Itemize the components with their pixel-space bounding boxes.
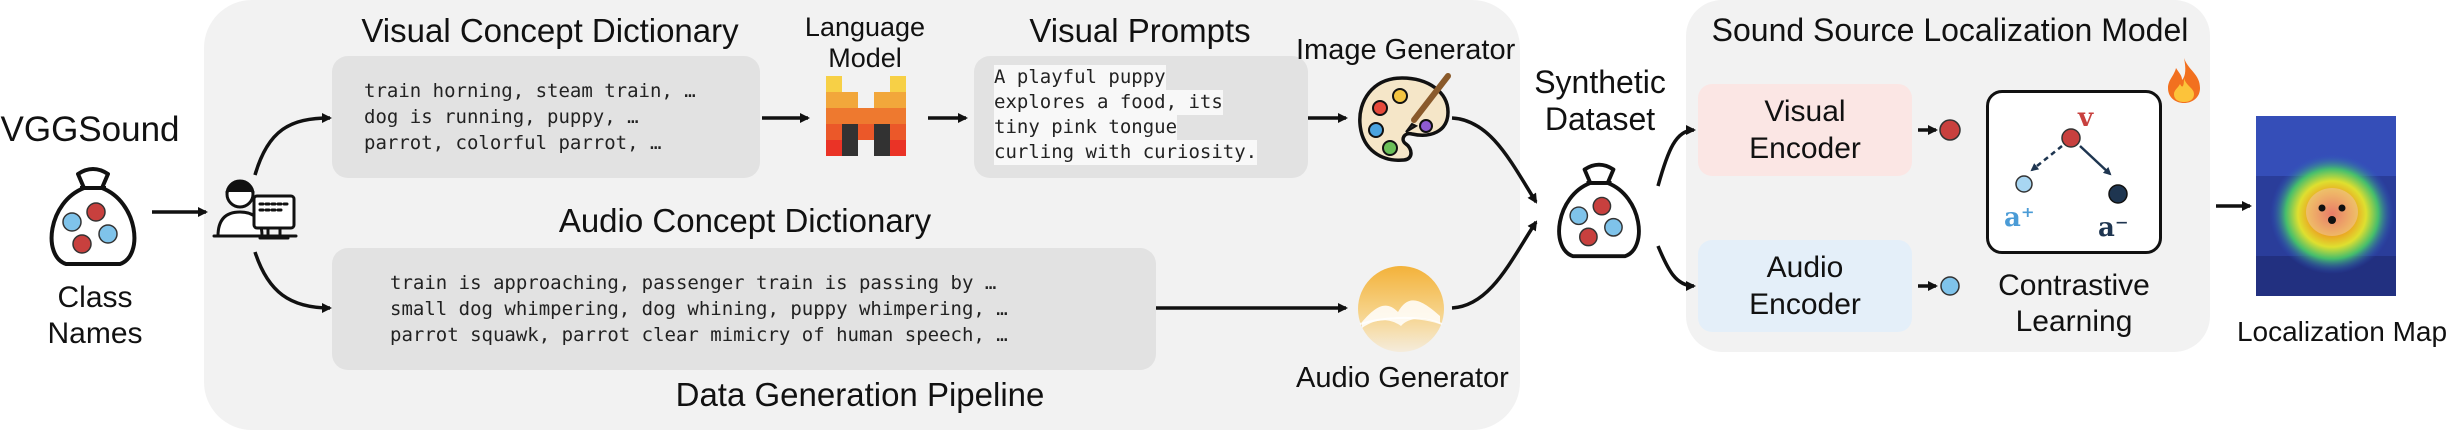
class-caption-line2: Names [47, 317, 143, 350]
class-names-caption: Class Names [20, 280, 170, 352]
visual-prompt-line: curling with curiosity. [994, 140, 1258, 165]
language-model-line2: Model [828, 43, 902, 74]
synthetic-line1: Synthetic [1534, 64, 1666, 100]
arrow-audio-gen-to-dataset [1451, 220, 1538, 310]
class-caption-line1: Class [57, 281, 133, 314]
vggsound-title: VGGSound [0, 110, 180, 149]
audio-embedding-dot [1940, 276, 1960, 296]
audio-generator-logo-icon [1358, 266, 1444, 352]
audio-dict-line: train is approaching, passenger train is… [390, 272, 997, 294]
audio-encoder-line1: Audio [1766, 250, 1844, 284]
pull-arrow [2030, 145, 2063, 172]
visual-concept-dictionary-box: train horning, steam train, … dog is run… [332, 56, 760, 178]
contrastive-line1: Contrastive [1998, 269, 2150, 302]
audio-concept-dictionary-box: train is approaching, passenger train is… [332, 248, 1156, 370]
visual-concept-dictionary-title: Visual Concept Dictionary [361, 12, 739, 49]
class-bag-icon [49, 167, 137, 266]
visual-dict-line: train horning, steam train, … [364, 80, 696, 102]
visual-prompt-line: tiny pink tongue [994, 115, 1178, 140]
paint-palette-icon [1358, 73, 1451, 162]
language-model-line1: Language [804, 12, 926, 42]
image-generator-label: Image Generator [1296, 34, 1516, 66]
arrow-dataset-to-audio-encoder [1656, 245, 1696, 291]
arrow-annotator-to-audio-dict [253, 251, 332, 313]
data-generation-pipeline-label: Data Generation Pipeline [675, 376, 1045, 413]
language-model-label: Language Model [790, 12, 940, 74]
language-model-logo-icon [826, 76, 906, 156]
visual-dict-line: parrot, colorful parrot, … [364, 132, 662, 154]
visual-prompt-line: explores a food, its [994, 90, 1223, 115]
arrow-annotator-to-visual-dict [253, 113, 332, 176]
arrow-dataset-to-visual-encoder [1656, 125, 1696, 187]
negative-a-label: a⁻ [2098, 213, 2129, 243]
visual-prompts-title: Visual Prompts [1029, 12, 1251, 49]
anchor-visual-point [2061, 128, 2081, 148]
visual-encoder-line2: Encoder [1749, 132, 1861, 165]
positive-a-label: a⁺ [2004, 203, 2035, 233]
localization-heatmap-image [2256, 116, 2396, 296]
audio-encoder-box: Audio Encoder [1698, 240, 1912, 332]
synthetic-dataset-label: Synthetic Dataset [1520, 64, 1680, 138]
audio-generator-label: Audio Generator [1296, 362, 1509, 394]
synthetic-dataset-bag-icon [1557, 162, 1641, 259]
synthetic-line2: Dataset [1544, 100, 1656, 137]
audio-dict-line: parrot squawk, parrot clear mimicry of h… [390, 324, 1008, 346]
push-arrow [2079, 145, 2112, 176]
contrastive-embedding-space: v a⁺ a⁻ [2004, 103, 2129, 243]
visual-encoder-line1: Visual [1764, 94, 1846, 128]
anchor-v-label: v [2077, 103, 2094, 133]
visual-embedding-dot [1939, 119, 1961, 141]
positive-audio-point [2015, 175, 2033, 193]
visual-encoder-box: Visual Encoder [1698, 84, 1912, 176]
fire-icon [2168, 58, 2200, 103]
visual-dict-line: dog is running, puppy, … [364, 106, 639, 128]
visual-prompts-box: A playful puppy explores a food, its tin… [974, 56, 1308, 178]
sound-source-localization-title: Sound Source Localization Model [1711, 12, 2189, 48]
audio-dict-line: small dog whimpering, dog whining, puppy… [390, 298, 1008, 320]
visual-prompt-line: A playful puppy [994, 65, 1166, 90]
contrastive-line2: Learning [2015, 305, 2133, 338]
annotator-at-computer-icon [212, 179, 298, 240]
contrastive-learning-diagram [1986, 90, 2162, 254]
localization-map-label: Localization Map [2236, 316, 2448, 347]
audio-encoder-line2: Encoder [1749, 288, 1861, 321]
audio-concept-dictionary-title: Audio Concept Dictionary [558, 202, 932, 239]
negative-audio-point [2108, 184, 2128, 204]
dog-face [2306, 188, 2358, 236]
arrow-image-gen-to-dataset [1451, 116, 1538, 204]
contrastive-learning-label: Contrastive Learning [1976, 268, 2172, 340]
